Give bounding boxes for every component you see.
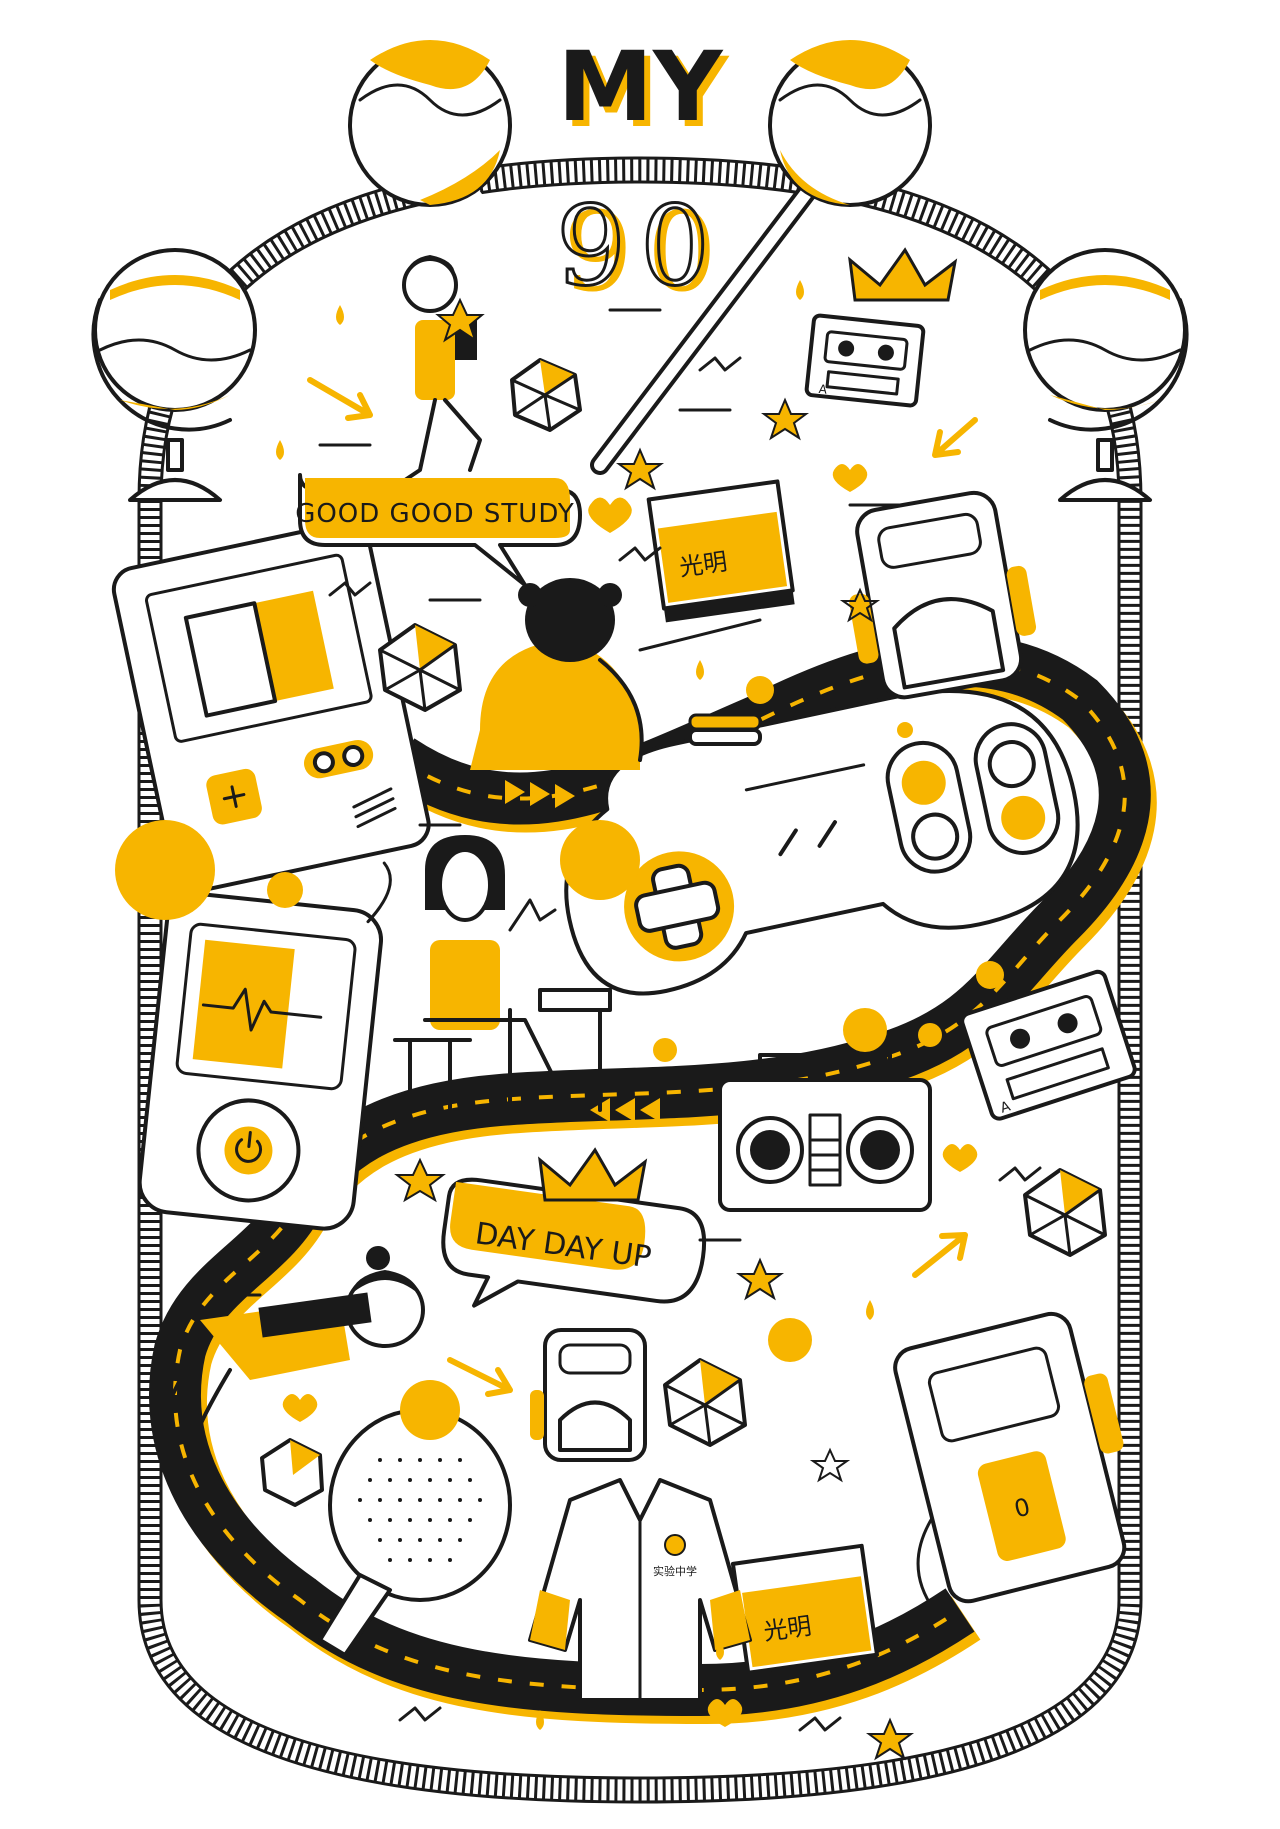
milk-label-2: 光明 bbox=[762, 1612, 813, 1646]
crown-icon bbox=[848, 247, 958, 302]
svg-text:0: 0 bbox=[1011, 1493, 1033, 1524]
walkman-icon: 0 bbox=[893, 1311, 1127, 1612]
icosahedron-icon bbox=[1023, 1168, 1107, 1257]
backpack-icon bbox=[530, 1328, 647, 1462]
cassette-side-label: A bbox=[818, 382, 828, 397]
girl-running-figure bbox=[402, 255, 485, 482]
cassette-icon: A bbox=[960, 969, 1137, 1121]
jacket-label: 实验中学 bbox=[653, 1564, 697, 1578]
icosahedron-icon bbox=[510, 358, 582, 432]
school-jacket-icon: 实验中学 bbox=[528, 1478, 752, 1702]
gameboy-icon bbox=[111, 520, 431, 894]
girl-reading-figure bbox=[393, 835, 612, 1112]
milk-label: 光明 bbox=[678, 547, 729, 581]
decor-squiggles bbox=[218, 280, 1042, 1732]
globe-icon bbox=[1023, 248, 1189, 502]
lollipop-icon bbox=[590, 40, 932, 475]
cassette-icon: A bbox=[804, 313, 926, 408]
star-icon bbox=[761, 397, 809, 441]
star-icon bbox=[736, 1257, 784, 1301]
ping-pong-paddle-icon bbox=[318, 1380, 512, 1657]
speech-bubble-top: GOOD GOOD STUDY bbox=[295, 473, 582, 587]
crown-icon bbox=[538, 1147, 648, 1202]
title-90: 90 bbox=[556, 182, 724, 310]
star-icon bbox=[394, 1157, 446, 1203]
bubble-top-text: GOOD GOOD STUDY bbox=[295, 499, 575, 529]
mp3-player-icon bbox=[137, 861, 392, 1231]
fast-forward-icon bbox=[505, 780, 575, 808]
icosahedron-icon bbox=[260, 1438, 324, 1507]
globe-icon bbox=[91, 248, 257, 502]
milk-carton-icon: 光明 bbox=[730, 1543, 879, 1675]
heart-icon bbox=[282, 1394, 318, 1422]
heart-icon bbox=[832, 464, 868, 492]
icosahedron-icon bbox=[378, 623, 462, 712]
backpack-icon bbox=[849, 490, 1037, 700]
decor-balls bbox=[115, 676, 1004, 1362]
poster-title: MY MY 90 90 bbox=[555, 31, 731, 316]
star-icon bbox=[809, 1447, 851, 1483]
title-90-shadow: 90 bbox=[563, 188, 731, 316]
arrow-icon bbox=[447, 1357, 513, 1397]
arrow-icon bbox=[307, 377, 373, 421]
star-icon bbox=[866, 1717, 914, 1761]
arrow-icon bbox=[912, 1232, 968, 1278]
arrow-icon bbox=[932, 417, 978, 458]
heart-icon bbox=[707, 1699, 743, 1727]
girl-studying-figure bbox=[470, 578, 762, 770]
title-my: MY bbox=[563, 37, 730, 149]
speech-bubble-bottom: DAY DAY UP bbox=[441, 1177, 707, 1308]
star-icon bbox=[616, 447, 664, 491]
girl-lying-figure bbox=[168, 1246, 425, 1452]
heart-icon bbox=[588, 497, 632, 533]
boombox-icon bbox=[718, 1008, 932, 1212]
milk-carton-icon: 光明 bbox=[646, 479, 795, 623]
lollipop-icon bbox=[348, 40, 686, 471]
star-icon bbox=[839, 587, 881, 623]
gamepad-icon bbox=[564, 689, 1080, 996]
icosahedron-icon bbox=[663, 1358, 747, 1447]
heart-icon bbox=[942, 1144, 978, 1172]
title-my-shadow: MY bbox=[557, 31, 724, 143]
